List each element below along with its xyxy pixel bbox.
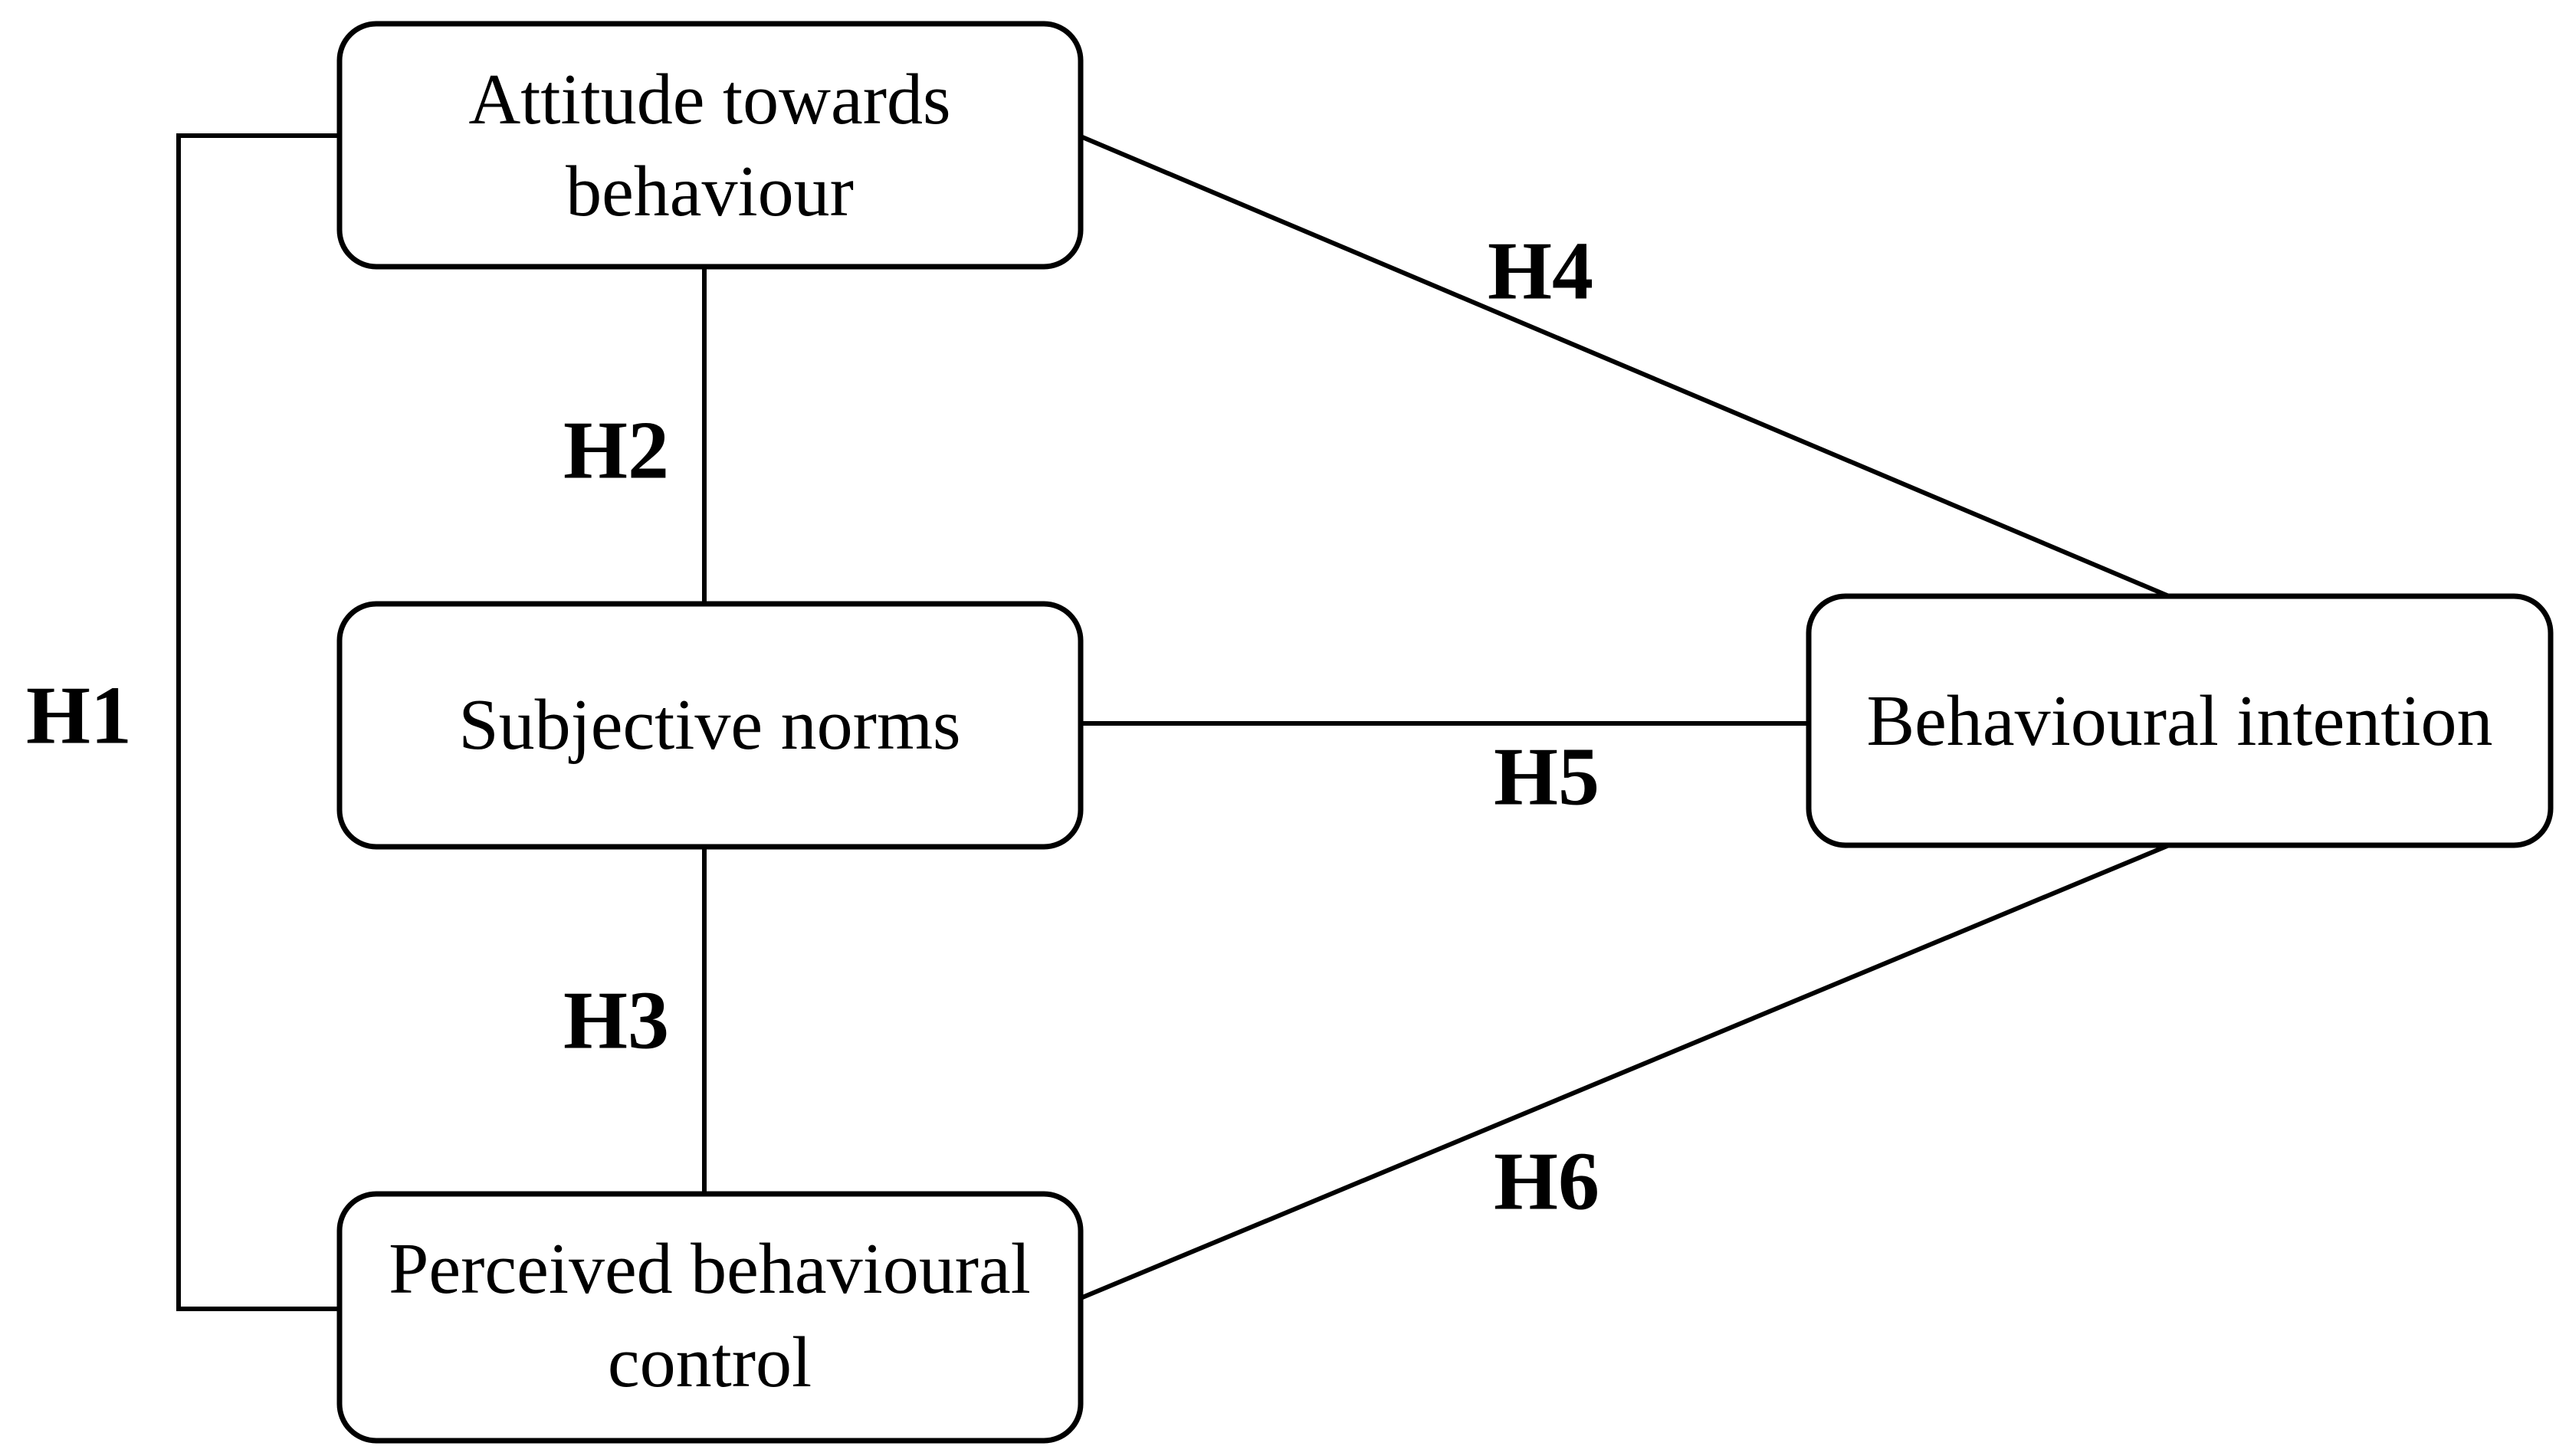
perceived-control-label-line1: Perceived behavioural	[389, 1229, 1031, 1309]
subjective-norms-label: Subjective norms	[458, 685, 960, 765]
h4-connector-line	[1079, 134, 2170, 598]
attitude-label-line2: behaviour	[566, 152, 854, 231]
h6-label: H6	[1494, 1136, 1599, 1228]
behavioural-intention-box	[1806, 593, 2554, 848]
subjective-norms-box	[336, 601, 1084, 850]
h6-connector-line	[1079, 843, 2170, 1300]
h3-label: H3	[563, 976, 669, 1067]
perceived-control-label-line2: control	[608, 1323, 812, 1402]
behavioural-intention-label: Behavioural intention	[1866, 681, 2492, 761]
attitude-label-line1: Attitude towards	[468, 60, 950, 139]
h1-label: H1	[26, 671, 132, 762]
perceived-control-box	[336, 1191, 1084, 1444]
h4-label: H4	[1488, 226, 1593, 317]
attitude-box	[336, 21, 1084, 270]
h2-label: H2	[563, 405, 669, 497]
h5-label: H5	[1494, 732, 1599, 823]
h1-connector-line	[176, 133, 340, 1311]
